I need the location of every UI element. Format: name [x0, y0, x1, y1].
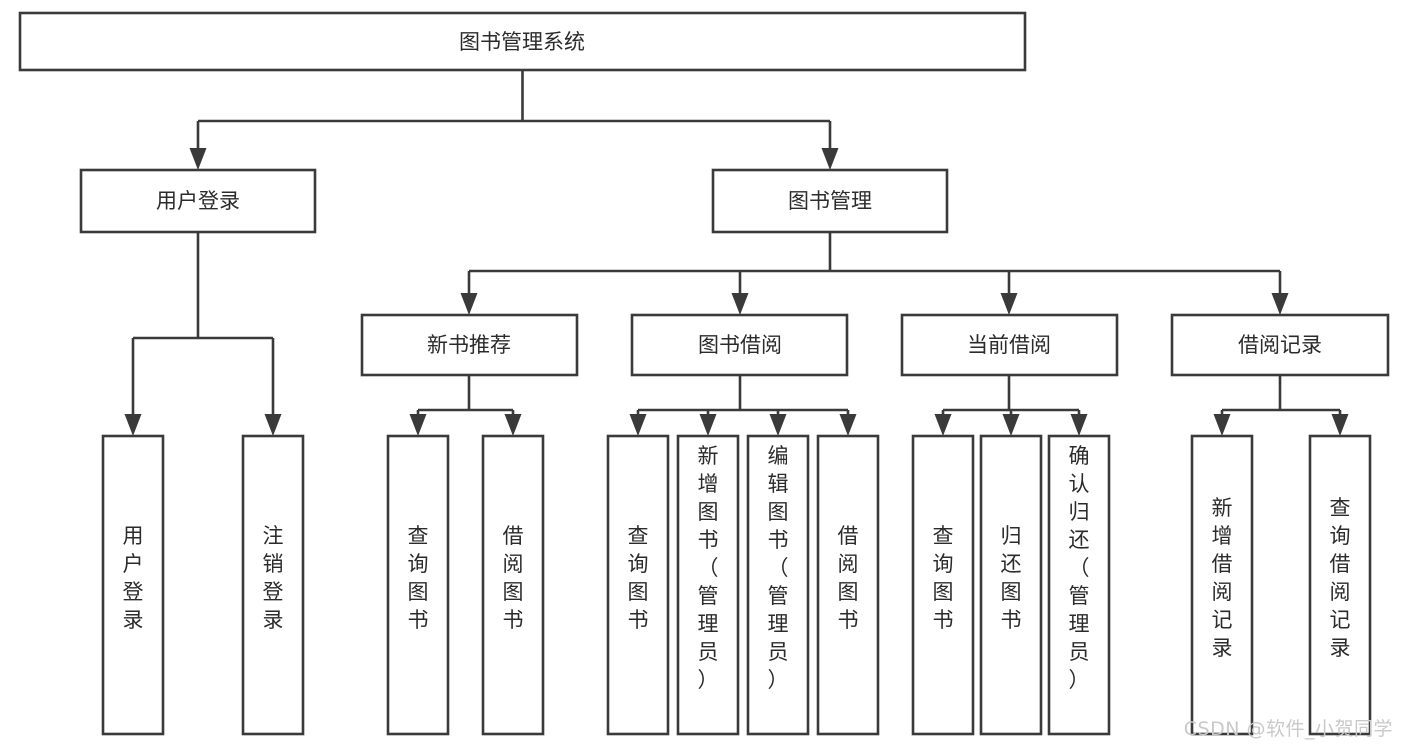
arrow-to-user-login: [189, 148, 207, 170]
node-borrow-record-box[interactable]: [1170, 313, 1390, 377]
arrow-to-leaf-borrow-book-1: [504, 414, 522, 436]
arrow-to-leaf-add-book: [699, 414, 717, 436]
node-root[interactable]: 图书管理系统: [18, 11, 1027, 72]
connector-group-new-book-recommend-to-leaves: [409, 375, 522, 436]
node-root-box[interactable]: [18, 11, 1027, 72]
arrow-to-leaf-query-book-2: [629, 414, 647, 436]
arrow-to-book-borrow: [731, 293, 749, 315]
node-user-login-label: 用户登录: [156, 189, 240, 213]
arrow-to-leaf-user-login: [124, 414, 142, 436]
node-current-borrow-box[interactable]: [900, 313, 1119, 377]
node-borrow-record-label: 借阅记录: [1238, 333, 1322, 357]
node-leaf-user-login[interactable]: 用户登录: [101, 434, 165, 736]
connector-group-root-to-level2: [189, 70, 839, 170]
node-leaf-query-record-box[interactable]: [1308, 434, 1372, 736]
node-leaf-query-book-3-label: 查询图书: [933, 524, 954, 632]
node-leaf-query-book-2-box[interactable]: [606, 434, 670, 736]
node-new-book-recommend-label: 新书推荐: [427, 333, 511, 357]
node-new-book-recommend[interactable]: 新书推荐: [360, 313, 579, 377]
arrow-to-current-borrow: [1000, 293, 1018, 315]
node-book-management[interactable]: 图书管理: [711, 168, 949, 234]
node-leaf-add-record-box[interactable]: [1190, 434, 1254, 736]
node-leaf-query-book-1[interactable]: 查询图书: [386, 434, 450, 736]
arrow-to-book-management: [821, 148, 839, 170]
node-leaf-query-book-2[interactable]: 查询图书: [606, 434, 670, 736]
node-new-book-recommend-box[interactable]: [360, 313, 579, 377]
arrow-to-leaf-add-record: [1213, 414, 1231, 436]
node-leaf-add-record-label: 新增借阅记录: [1212, 496, 1233, 660]
arrow-to-leaf-confirm-return: [1070, 414, 1088, 436]
node-leaf-logout-login[interactable]: 注销登录: [241, 434, 305, 736]
node-leaf-logout-login-label: 注销登录: [263, 524, 284, 632]
connector-group-book-management-to-level3: [460, 232, 1289, 315]
node-leaf-edit-book-box[interactable]: [746, 434, 810, 736]
connector-group-user-login-to-leaves: [124, 232, 282, 436]
node-leaf-edit-book-label: 编辑图书（管理员）: [768, 444, 789, 692]
arrow-to-leaf-query-record: [1331, 414, 1349, 436]
node-leaf-query-book-3-box[interactable]: [911, 434, 975, 736]
node-book-management-label: 图书管理: [788, 189, 872, 213]
node-user-login[interactable]: 用户登录: [79, 168, 317, 234]
node-leaf-return-book-label: 归还图书: [1001, 524, 1022, 632]
node-book-management-box[interactable]: [711, 168, 949, 234]
node-leaf-return-book[interactable]: 归还图书: [979, 434, 1043, 736]
node-leaf-borrow-book-2[interactable]: 借阅图书: [816, 434, 880, 736]
node-leaf-query-book-3[interactable]: 查询图书: [911, 434, 975, 736]
node-user-login-box[interactable]: [79, 168, 317, 234]
node-leaf-query-book-2-label: 查询图书: [628, 524, 649, 632]
node-leaf-query-book-1-box[interactable]: [386, 434, 450, 736]
node-leaf-add-book[interactable]: 新增图书（管理员）: [676, 434, 740, 736]
node-leaf-user-login-label: 用户登录: [123, 524, 144, 632]
node-leaf-borrow-book-1-box[interactable]: [481, 434, 545, 736]
node-leaf-confirm-return[interactable]: 确认归还（管理员）: [1047, 434, 1111, 736]
arrow-to-leaf-borrow-book-2: [839, 414, 857, 436]
arrow-to-leaf-edit-book: [769, 414, 787, 436]
node-leaf-query-record-label: 查询借阅记录: [1330, 496, 1351, 660]
node-leaf-borrow-book-2-label: 借阅图书: [838, 524, 859, 632]
node-leaf-add-record[interactable]: 新增借阅记录: [1190, 434, 1254, 736]
arrow-to-new-book-recommend: [460, 293, 478, 315]
node-root-label: 图书管理系统: [459, 30, 585, 54]
connector-group-book-borrow-to-leaves: [629, 375, 857, 436]
node-current-borrow-label: 当前借阅: [967, 333, 1051, 357]
node-leaf-query-record[interactable]: 查询借阅记录: [1308, 434, 1372, 736]
arrow-to-leaf-query-book-3: [934, 414, 952, 436]
node-leaf-query-book-1-label: 查询图书: [408, 524, 429, 632]
node-leaf-confirm-return-box[interactable]: [1047, 434, 1111, 736]
connector-group-borrow-record-to-leaves: [1213, 375, 1349, 436]
node-leaf-confirm-return-label: 确认归还（管理员）: [1069, 444, 1090, 692]
node-leaf-add-book-box[interactable]: [676, 434, 740, 736]
node-leaf-user-login-box[interactable]: [101, 434, 165, 736]
node-leaf-add-book-label: 新增图书（管理员）: [698, 444, 719, 692]
arrow-to-leaf-logout-login: [264, 414, 282, 436]
node-leaf-borrow-book-1-label: 借阅图书: [503, 524, 524, 632]
node-leaf-edit-book[interactable]: 编辑图书（管理员）: [746, 434, 810, 736]
node-book-borrow-box[interactable]: [630, 313, 849, 377]
node-leaf-borrow-book-1[interactable]: 借阅图书: [481, 434, 545, 736]
node-current-borrow[interactable]: 当前借阅: [900, 313, 1119, 377]
node-book-borrow-label: 图书借阅: [698, 333, 782, 357]
node-book-borrow[interactable]: 图书借阅: [630, 313, 849, 377]
arrow-to-leaf-return-book: [1002, 414, 1020, 436]
arrow-to-borrow-record: [1271, 293, 1289, 315]
connector-group-current-borrow-to-leaves: [934, 375, 1088, 436]
node-borrow-record[interactable]: 借阅记录: [1170, 313, 1390, 377]
node-leaf-borrow-book-2-box[interactable]: [816, 434, 880, 736]
node-leaf-logout-login-box[interactable]: [241, 434, 305, 736]
node-leaf-return-book-box[interactable]: [979, 434, 1043, 736]
arrow-to-leaf-query-book-1: [409, 414, 427, 436]
